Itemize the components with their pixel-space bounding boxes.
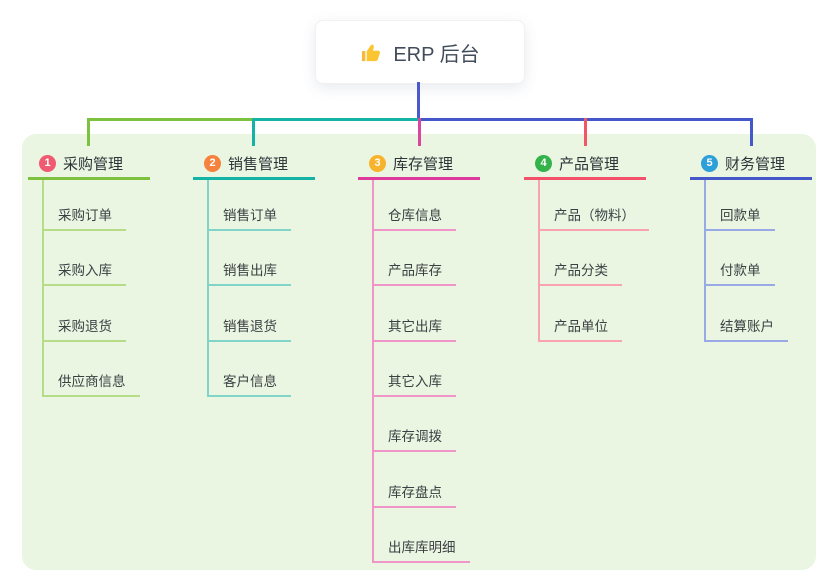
branch-number-badge: 1 — [39, 155, 56, 172]
branch-drop-line — [750, 118, 753, 146]
branch-child-trunk-line — [372, 180, 374, 563]
child-node[interactable]: 库存调拨 — [372, 424, 456, 452]
child-node[interactable]: 销售退货 — [207, 314, 291, 342]
branch-label: 库存管理 — [393, 156, 454, 173]
branch-child-trunk-line — [42, 180, 44, 397]
branch-number-badge: 3 — [369, 155, 386, 172]
branch-label: 财务管理 — [725, 156, 786, 173]
child-node[interactable]: 采购入库 — [42, 258, 126, 286]
branch-drop-line — [584, 118, 587, 146]
branch-label: 产品管理 — [559, 156, 620, 173]
branch-node-1[interactable]: 1 采购管理 — [28, 150, 150, 180]
child-node[interactable]: 采购退货 — [42, 314, 126, 342]
branch-number-badge: 4 — [535, 155, 552, 172]
child-node[interactable]: 客户信息 — [207, 369, 291, 397]
branch-child-trunk-line — [704, 180, 706, 342]
child-node[interactable]: 结算账户 — [704, 314, 788, 342]
branch-child-trunk-line — [207, 180, 209, 397]
branch-node-4[interactable]: 4 产品管理 — [524, 150, 646, 180]
branch-label: 销售管理 — [228, 156, 289, 173]
branch-drop-line — [252, 118, 255, 146]
branch-node-5[interactable]: 5 财务管理 — [690, 150, 812, 180]
child-node[interactable]: 采购订单 — [42, 203, 126, 231]
branch-number-badge: 5 — [701, 155, 718, 172]
child-node[interactable]: 付款单 — [704, 258, 775, 286]
branch-child-trunk-line — [538, 180, 540, 342]
child-node[interactable]: 产品库存 — [372, 258, 456, 286]
branch-number-badge: 2 — [204, 155, 221, 172]
root-node[interactable]: ERP 后台 — [315, 20, 525, 84]
child-node[interactable]: 仓库信息 — [372, 203, 456, 231]
trunk-segment-line — [252, 118, 421, 121]
child-node[interactable]: 产品分类 — [538, 258, 622, 286]
trunk-segment-line — [87, 118, 255, 121]
child-node[interactable]: 销售订单 — [207, 203, 291, 231]
child-node[interactable]: 回款单 — [704, 203, 775, 231]
child-node[interactable]: 供应商信息 — [42, 369, 140, 397]
child-node[interactable]: 库存盘点 — [372, 480, 456, 508]
branches-panel — [22, 134, 816, 570]
child-node[interactable]: 产品单位 — [538, 314, 622, 342]
branch-label: 采购管理 — [63, 156, 124, 173]
thumbs-up-icon — [360, 41, 383, 64]
root-connector-line — [417, 82, 420, 121]
child-node[interactable]: 其它出库 — [372, 314, 456, 342]
child-node[interactable]: 出库库明细 — [372, 535, 470, 563]
child-node[interactable]: 其它入库 — [372, 369, 456, 397]
child-node[interactable]: 产品（物料） — [538, 203, 649, 231]
branch-drop-line — [87, 118, 90, 146]
root-title: ERP 后台 — [393, 43, 480, 66]
branch-node-3[interactable]: 3 库存管理 — [358, 150, 480, 180]
branch-node-2[interactable]: 2 销售管理 — [193, 150, 315, 180]
child-node[interactable]: 销售出库 — [207, 258, 291, 286]
branch-drop-line — [418, 118, 421, 146]
